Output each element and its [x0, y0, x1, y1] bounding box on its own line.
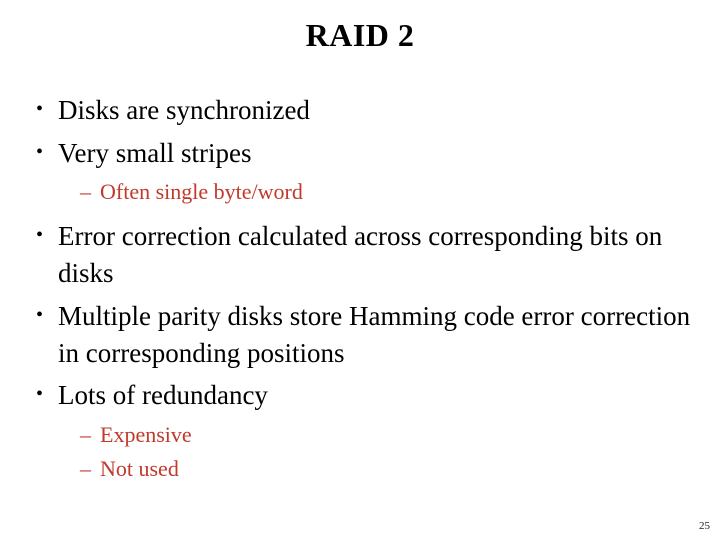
- dash-marker-icon: –: [80, 456, 91, 482]
- page-number: 25: [699, 520, 710, 532]
- sub-list-item: – Not used: [80, 454, 700, 483]
- sub-list-item: – Often single byte/word: [80, 177, 700, 206]
- list-item-label: Very small stripes: [58, 137, 252, 168]
- list-item: • Very small stripes: [36, 135, 700, 172]
- sub-list-item-label: Expensive: [100, 422, 192, 448]
- dash-marker-icon: –: [80, 179, 91, 205]
- bullet-marker-icon: •: [36, 383, 44, 406]
- page-title: RAID 2: [305, 17, 415, 53]
- bullet-list: • Disks are synchronized • Very small st…: [36, 92, 700, 488]
- list-item: • Error correction calculated across cor…: [36, 218, 700, 291]
- list-item: • Disks are synchronized: [36, 92, 700, 129]
- sub-list-item-label: Often single byte/word: [100, 179, 303, 205]
- sub-list-item: – Expensive: [80, 420, 700, 449]
- bullet-marker-icon: •: [36, 98, 44, 120]
- list-item: • Multiple parity disks store Hamming co…: [36, 298, 700, 371]
- bullet-marker-icon: •: [36, 303, 44, 326]
- list-item-label: Error correction calculated across corre…: [58, 221, 663, 289]
- bullet-marker-icon: •: [36, 224, 44, 247]
- list-item: • Lots of redundancy: [36, 377, 700, 414]
- list-item-label: Lots of redundancy: [58, 380, 268, 411]
- dash-marker-icon: –: [80, 422, 91, 448]
- list-item-label: Disks are synchronized: [58, 95, 310, 125]
- bullet-marker-icon: •: [36, 140, 44, 163]
- list-item-label: Multiple parity disks store Hamming code…: [58, 300, 691, 368]
- sub-list-item-label: Not used: [100, 456, 179, 482]
